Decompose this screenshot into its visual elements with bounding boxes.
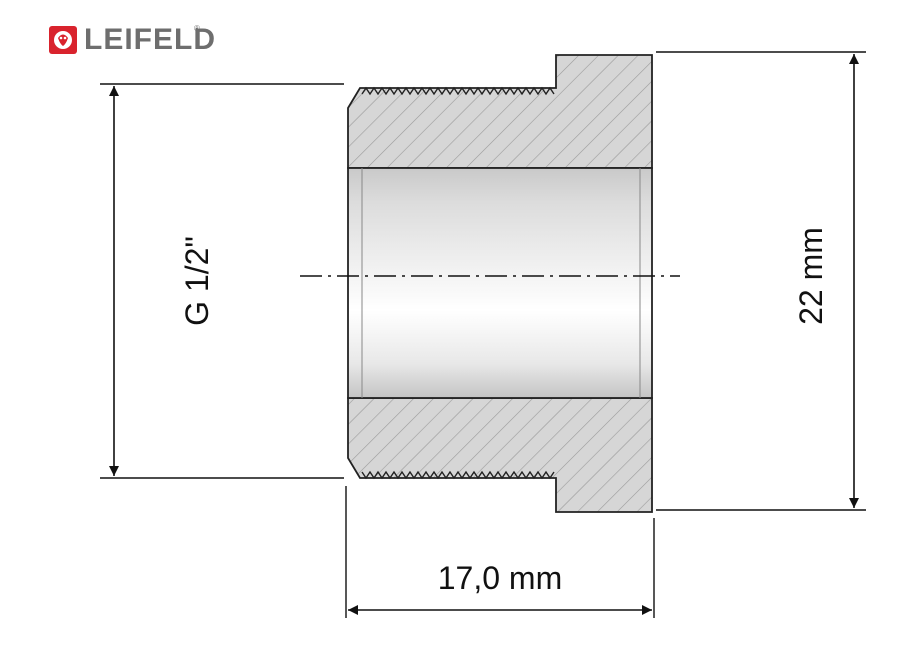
brand-logo-group: LEIFELD ® (48, 20, 222, 60)
leifeld-logo-icon (49, 26, 77, 54)
inner-bore (347, 167, 653, 399)
thread-top (361, 86, 555, 96)
outer-height-label: 22 mm (793, 227, 829, 325)
thread-bottom (361, 470, 555, 480)
length-label: 17,0 mm (438, 560, 562, 596)
upper-wall-section (347, 54, 653, 169)
registered-mark: ® (194, 23, 200, 33)
lower-wall-section (347, 397, 653, 513)
brand-name: LEIFELD (84, 23, 216, 56)
thread-size-label: G 1/2" (179, 236, 215, 326)
